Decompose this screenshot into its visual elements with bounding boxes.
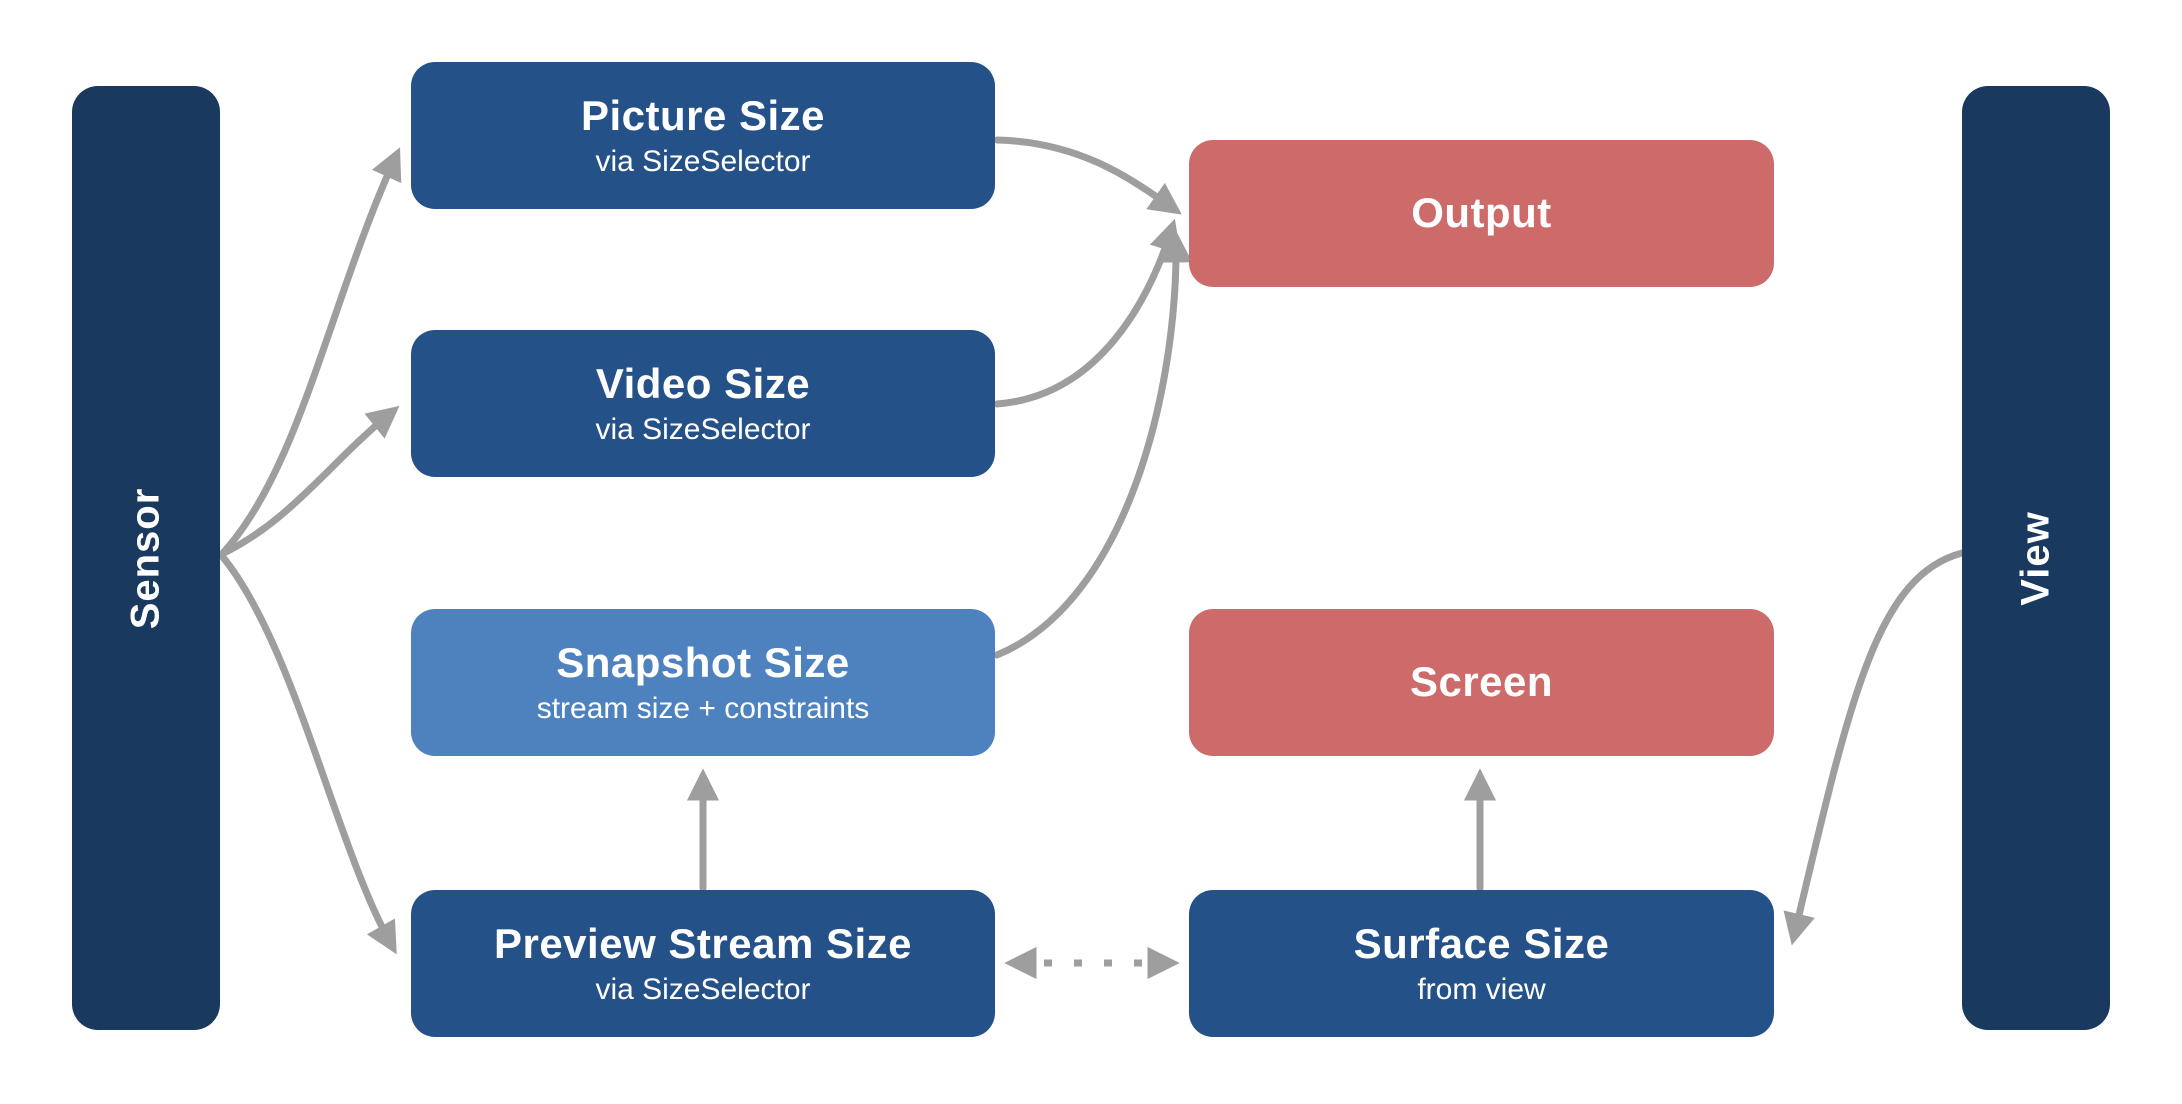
node-subtitle: via SizeSelector (595, 412, 811, 446)
node-title: Surface Size (1353, 920, 1610, 968)
node-subtitle: stream size + constraints (536, 691, 870, 725)
node-output: Output (1189, 140, 1774, 287)
node-subtitle: via SizeSelector (595, 972, 811, 1006)
edge-sensor-to-picture (218, 147, 402, 558)
node-screen: Screen (1189, 609, 1774, 756)
node-snapshot-size: Snapshot Size stream size + constraints (411, 609, 995, 756)
node-subtitle: from view (1417, 972, 1546, 1006)
node-subtitle: via SizeSelector (595, 144, 811, 178)
node-video-size: Video Size via SizeSelector (411, 330, 995, 477)
node-title: Preview Stream Size (493, 920, 913, 968)
node-sensor-bar: Sensor (72, 86, 220, 1030)
edge-snapshot-to-output (993, 230, 1193, 659)
node-view-bar: View (1962, 86, 2110, 1030)
edge-picture-to-output (993, 136, 1182, 215)
node-title: Output (1411, 189, 1552, 237)
node-title: Picture Size (580, 92, 826, 140)
edge-sensor-to-video (218, 405, 400, 558)
node-picture-size: Picture Size via SizeSelector (411, 62, 995, 209)
node-surface-size: Surface Size from view (1189, 890, 1774, 1037)
node-title: Screen (1409, 658, 1554, 706)
node-preview-stream-size: Preview Stream Size via SizeSelector (411, 890, 995, 1037)
node-title: Snapshot Size (556, 639, 850, 687)
edge-sensor-to-preview (218, 552, 397, 955)
sensor-label: Sensor (123, 487, 168, 629)
edge-video-to-output (993, 218, 1181, 408)
edge-view-to-surface (1783, 549, 1966, 946)
node-title: Video Size (595, 360, 811, 408)
view-label: View (2013, 510, 2058, 606)
